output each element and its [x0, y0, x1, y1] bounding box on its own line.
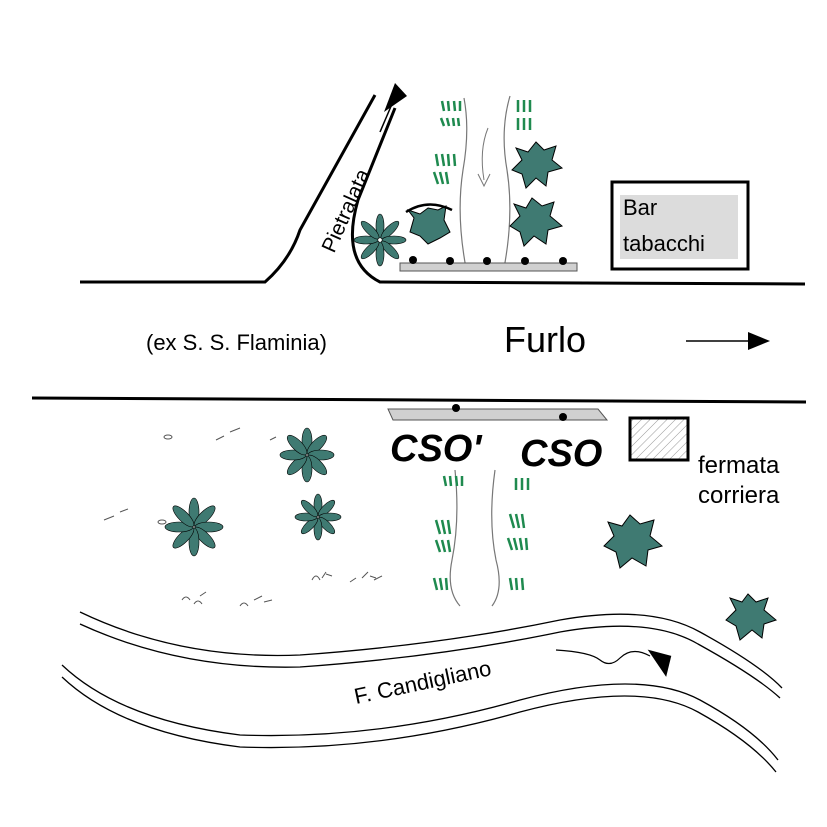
tabacchi-label: tabacchi	[623, 231, 705, 256]
south-outfall-point-1	[452, 404, 460, 412]
side-road-east-edge	[350, 107, 806, 286]
fern-icon	[294, 493, 342, 541]
shrub-icon	[406, 205, 451, 245]
fern-icon	[164, 497, 224, 557]
bar-tabacchi-shading	[620, 195, 738, 259]
old-road-name-label: (ex S. S. Flaminia)	[146, 330, 327, 355]
bar-label: Bar	[623, 195, 657, 220]
south-stream	[449, 469, 500, 607]
bar-tabacchi: Bar tabacchi	[610, 180, 750, 271]
destination-arrow-icon	[686, 332, 770, 350]
south-outfall-point-2	[559, 413, 567, 421]
main-road-north-edge	[80, 94, 377, 284]
bus-stop-icon	[628, 416, 690, 462]
side-road-direction-arrow-icon	[384, 83, 407, 112]
north-outfall-points	[409, 256, 567, 265]
cso-prime-label: CSO'	[390, 428, 483, 470]
bus-stop-label-line1: fermata	[698, 452, 780, 479]
cso-label: CSO	[520, 433, 602, 475]
river-flow-arrow-icon	[555, 649, 672, 677]
main-road	[31, 94, 807, 404]
river-label: F. Candigliano	[352, 655, 494, 708]
grass-tufts-north	[432, 100, 532, 185]
marsh-symbols	[103, 427, 383, 607]
shrub-icon	[603, 514, 664, 569]
fern-icon	[353, 213, 407, 267]
north-stream	[459, 95, 511, 269]
main-road-south-edge	[31, 396, 807, 404]
river-candigliano	[61, 611, 783, 773]
shrub-icon	[725, 593, 778, 641]
bus-stop-label-line2: corriera	[698, 482, 780, 509]
shrub-icon	[511, 141, 564, 189]
fern-icon	[279, 427, 335, 483]
south-outfall-platform	[387, 408, 609, 421]
bus-stop: fermata corriera	[628, 416, 780, 509]
destination-label: Furlo	[504, 319, 586, 360]
shrub-icon	[509, 197, 564, 247]
grass-tufts-south	[432, 475, 530, 591]
